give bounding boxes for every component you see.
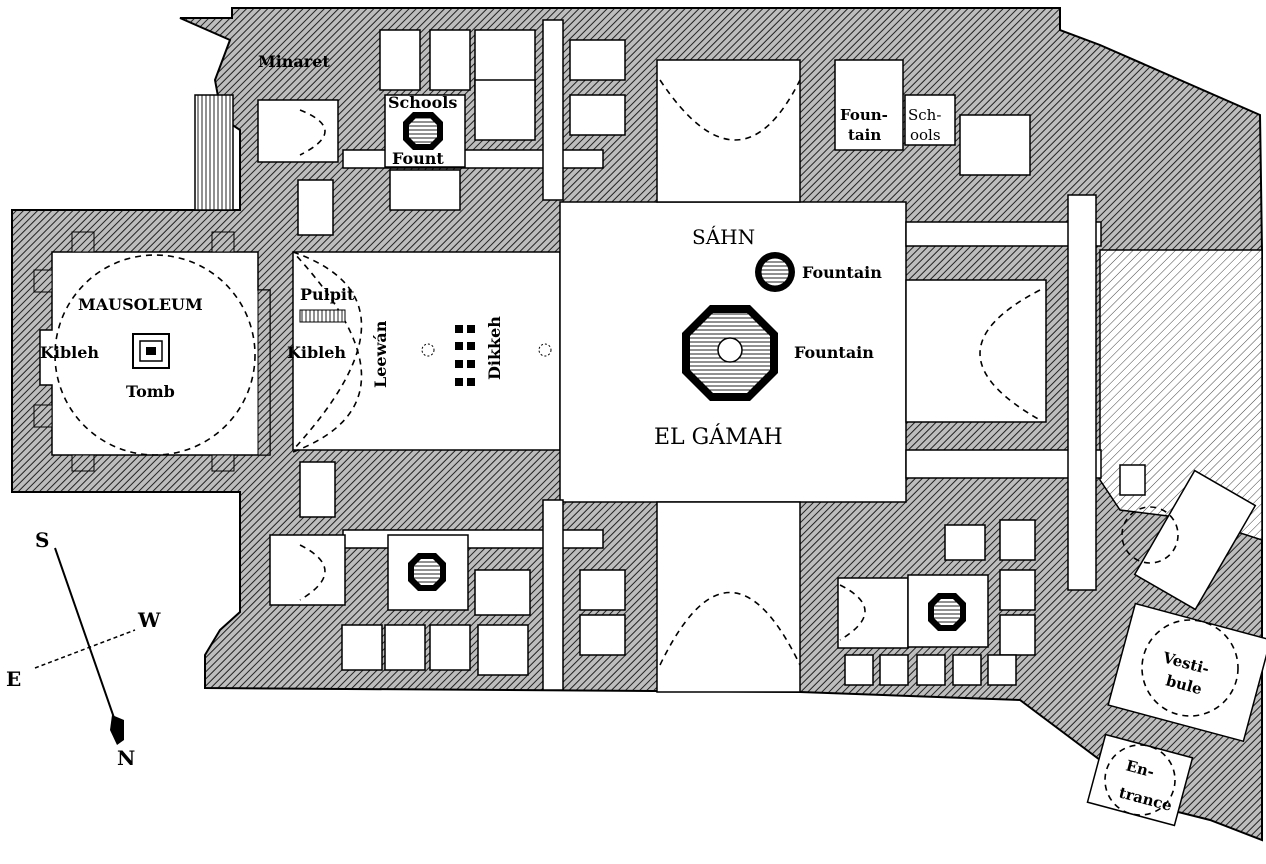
label-kibleh-left: Kibleh xyxy=(40,343,99,362)
compass: S W E N xyxy=(6,528,161,770)
label-kibleh-right: Kibleh xyxy=(287,343,346,362)
compass-w: W xyxy=(137,608,161,632)
label-fountain-right-1: Foun- xyxy=(840,106,888,124)
fountain-small xyxy=(755,252,795,292)
label-pulpit: Pulpit xyxy=(300,285,355,304)
compass-n: N xyxy=(117,746,135,770)
label-fountain-small: Fountain xyxy=(802,263,882,282)
fount-schools xyxy=(403,112,443,150)
label-fountain-right-2: tain xyxy=(848,126,881,144)
compass-s: S xyxy=(35,528,49,552)
label-leewan: Leewán xyxy=(371,320,390,388)
label-sahn: SÁHN xyxy=(692,225,755,249)
label-schools-left: Schools xyxy=(388,93,457,112)
label-schools-right-1: Sch- xyxy=(908,106,941,124)
label-mausoleum: MAUSOLEUM xyxy=(78,295,203,314)
pulpit xyxy=(299,309,346,323)
fountain-large xyxy=(682,305,778,401)
lamp-marker xyxy=(538,343,552,357)
lamp-marker xyxy=(421,343,435,357)
dikkeh xyxy=(455,325,475,386)
label-minaret: Minaret xyxy=(258,52,330,71)
tomb xyxy=(132,333,170,369)
dome-lines xyxy=(54,79,1239,816)
label-schools-right-2: ools xyxy=(910,126,941,144)
label-el-gamah: EL GÁMAH xyxy=(654,423,783,450)
label-fount: Fount xyxy=(392,149,444,168)
stairs xyxy=(194,94,234,211)
label-fountain-large: Fountain xyxy=(794,343,874,362)
piers xyxy=(33,231,271,472)
label-dikkeh: Dikkeh xyxy=(485,316,504,380)
label-tomb: Tomb xyxy=(126,382,175,401)
fountain-bottom-right xyxy=(928,593,966,631)
fountain-bottom-left xyxy=(408,553,446,591)
plan-labels: Minaret Schools Fount Foun- tain Sch- oo… xyxy=(40,52,1211,815)
compass-e: E xyxy=(6,667,21,691)
